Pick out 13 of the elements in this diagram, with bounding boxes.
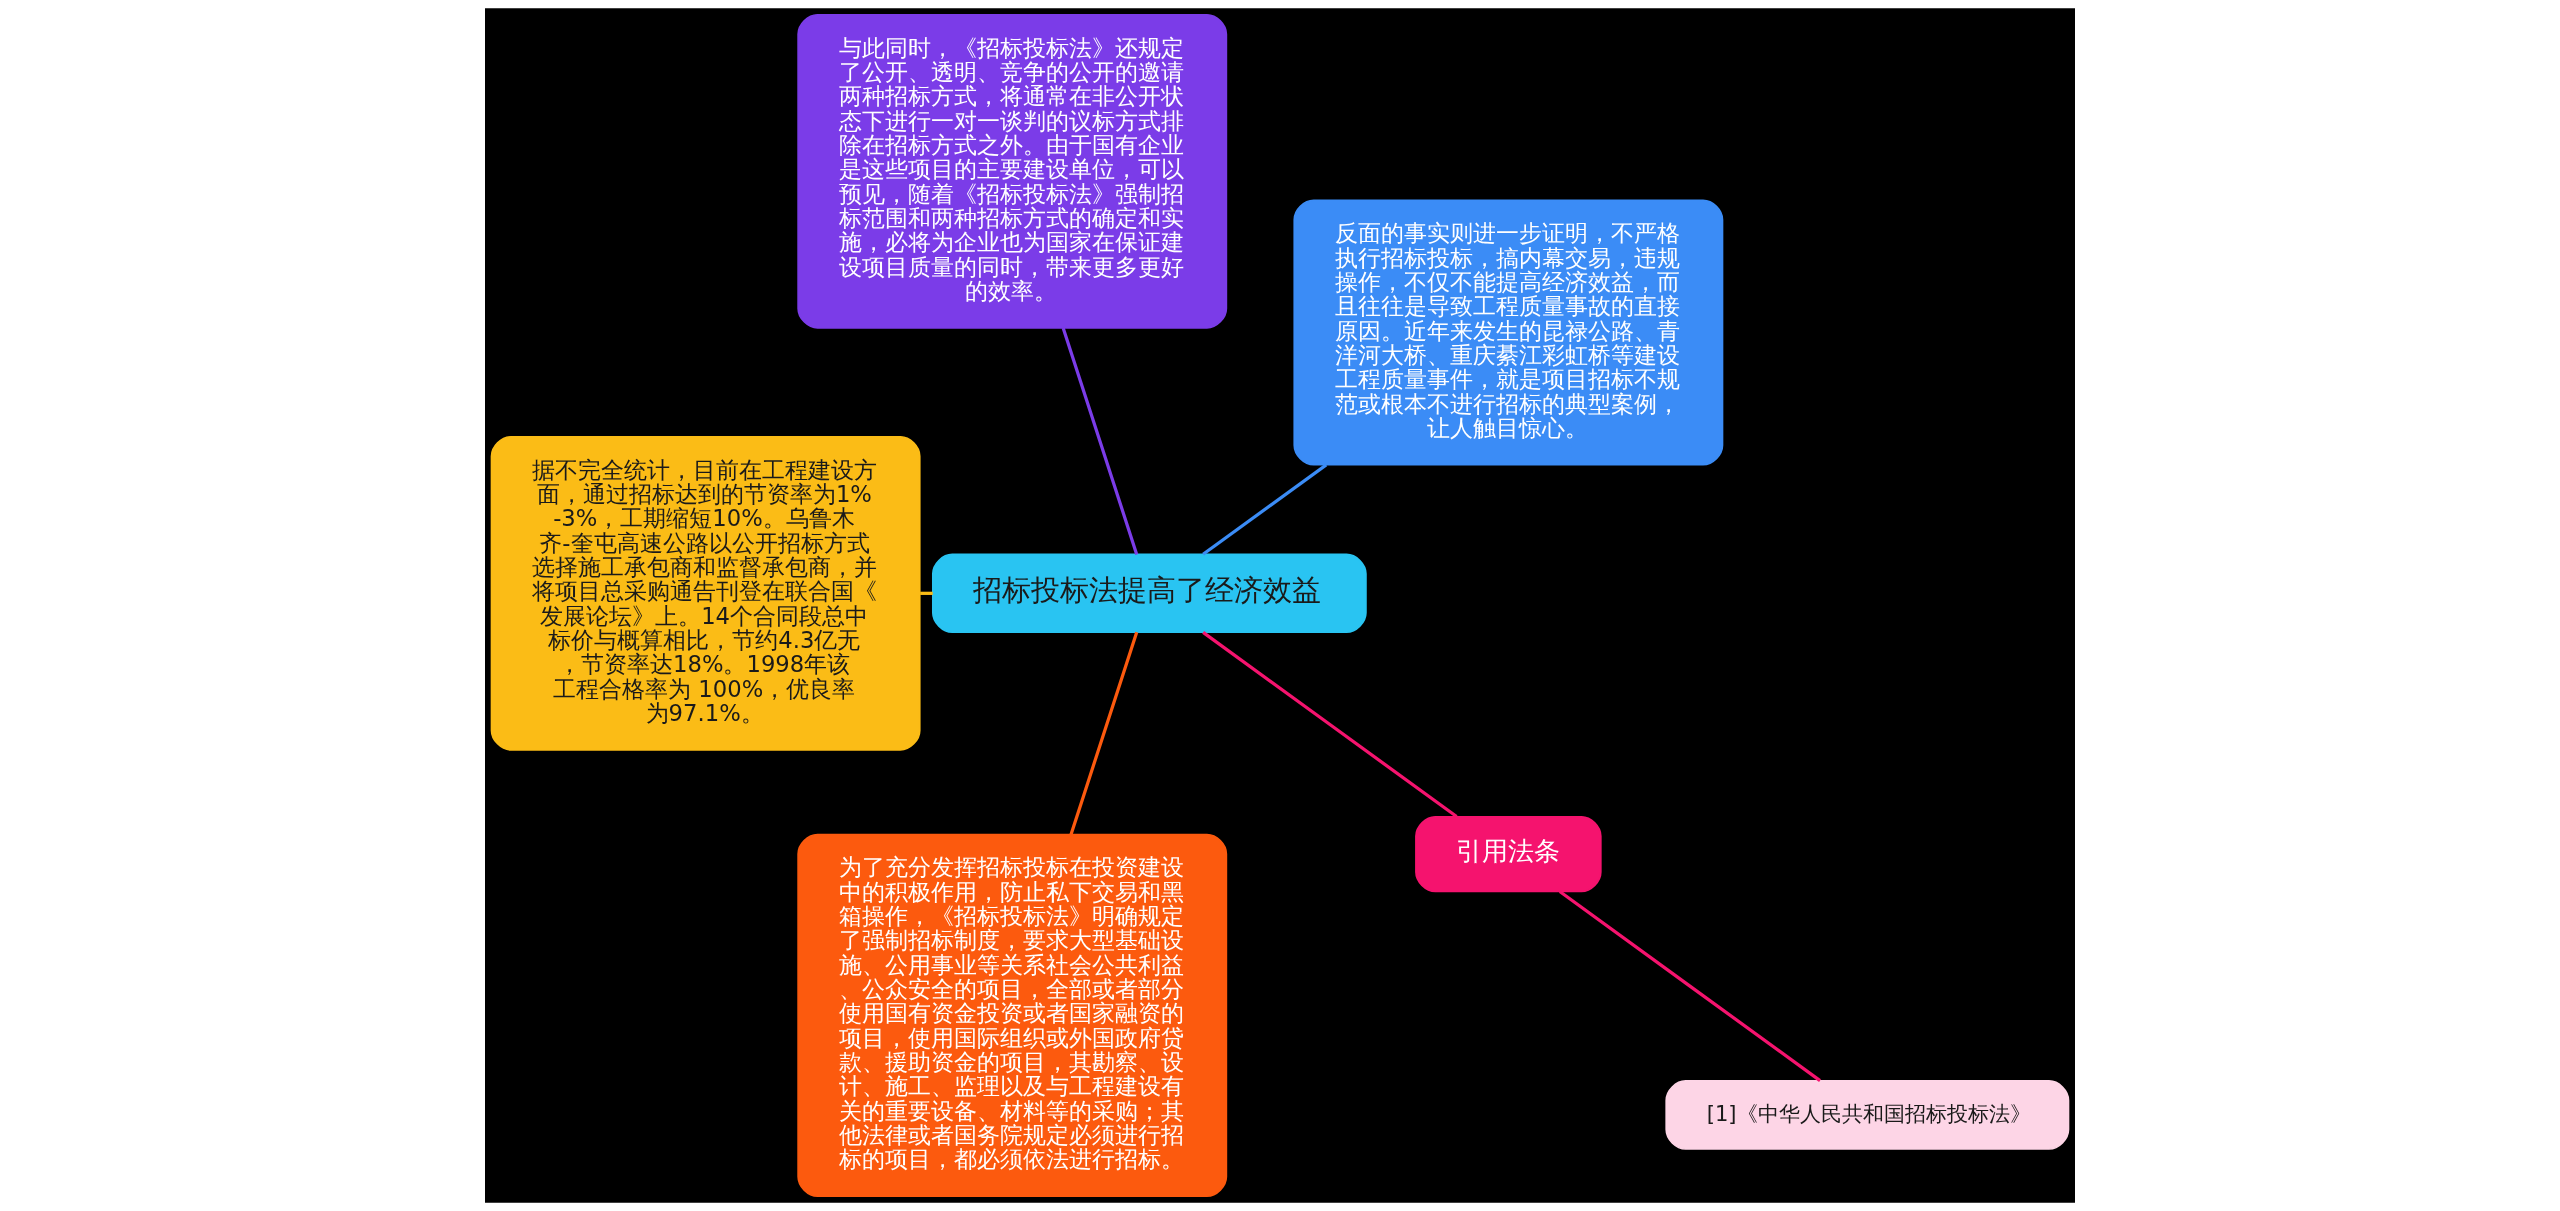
connector [1202, 631, 1458, 818]
node-box: [1]《中华人民共和国招标投标法》 [1665, 1080, 2070, 1150]
connector [1061, 327, 1139, 555]
node-box: 为了充分发挥招标投标在投资建设中的积极作用，防止私下交易和黑箱操作，《招标投标法》明确规定了强制招标制度，要求大型基础设施、公用事业等关系社会公共利益、公众安全的项目，全部或者部分使用国有资金投资或者国家融资的项目，使用国际组织或外国政府贷款、援助资金的项目，其勘察、设计、施工、监理以及与工程建设有关的重要设备、材料等的采购；其他法律或者国务院规定必须进行招标的项目，都必须依法进行招标。 [797, 833, 1228, 1198]
connector [1202, 463, 1328, 556]
connector [920, 591, 933, 595]
connector [1558, 890, 1821, 1082]
node-box: 引用法条 [1415, 816, 1602, 893]
node-box: 据不完全统计，目前在工程建设方面，通过招标达到的节资率为1%-3%，工期缩短10%。乌鲁木齐-奎屯高速公路以公开招标方式选择施工承包商和监督承包商，并将项目总采购通告刊登在联合国《发展论坛》上。14个合同段总中标价与概算相比，节约4.3亿无，节资率达18%。1998年该工程合格率为 100%，优良率为97.1%。 [490, 435, 921, 751]
node-box: 与此同时，《招标投标法》还规定了公开、透明、竞争的公开的邀请两种招标方式，将通常在非公开状态下进行一对一谈判的议标方式排除在招标方式之外。由于国有企业是这些项目的主要建设单位，可以预见，随着《招标投标法》强制招标范围和两种招标方式的确定和实施，必将为企业也为国家在保证建设项目质量的同时，带来更多更好的效率。 [797, 13, 1228, 329]
node-box: 反面的事实则进一步证明，不严格执行招标投标，搞内幕交易，违规操作，不仅不能提高经济效益，而且往往是导致工程质量事故的直接原因。近年来发生的昆禄公路、青洋河大桥、重庆綦江彩虹桥等建设工程质量事件，就是项目招标不规范或根本不进行招标的典型案例，让人触目惊心。 [1293, 199, 1724, 466]
connector [1069, 631, 1139, 835]
node-box: 招标投标法提高了经济效益 [932, 553, 1367, 634]
